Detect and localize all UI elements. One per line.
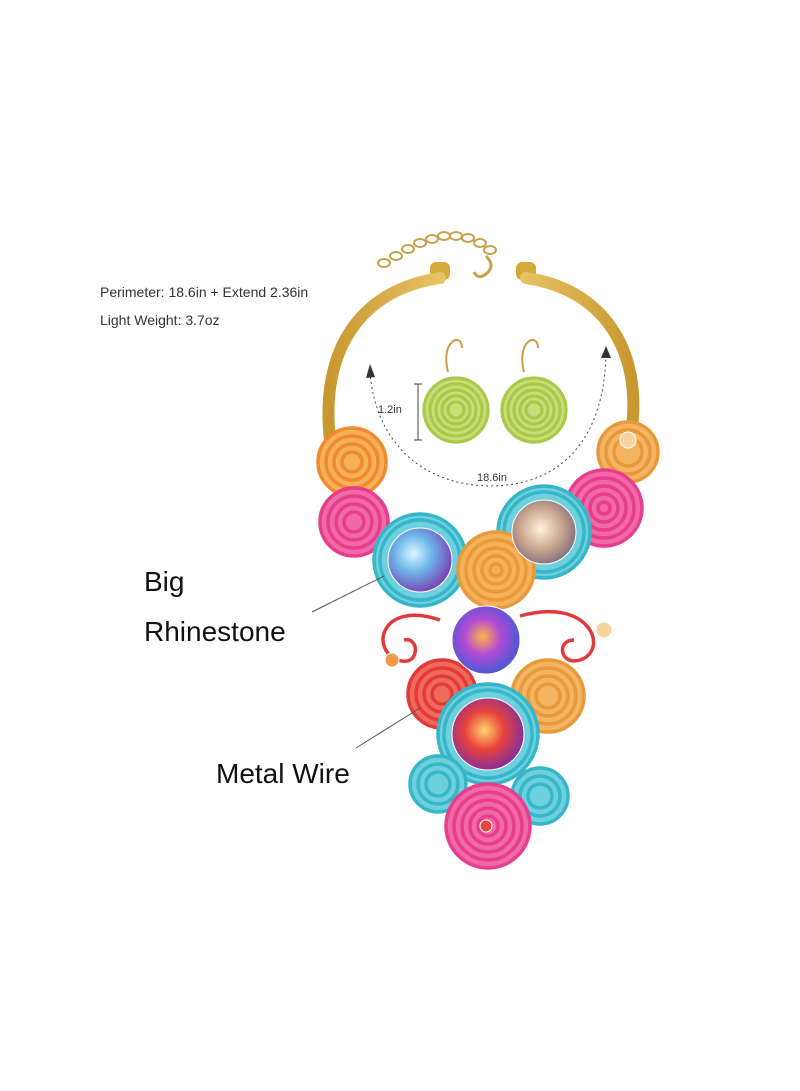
weight-spec: Light Weight: 3.7oz <box>100 312 220 328</box>
perimeter-spec: Perimeter: 18.6in + Extend 2.36in <box>100 284 309 300</box>
arc-arrow-left <box>366 364 375 378</box>
necklace-length-label: 18.6in <box>477 472 507 484</box>
extension-chain <box>377 231 497 279</box>
gold-collar <box>322 272 640 446</box>
callout-big: Big <box>144 566 185 597</box>
callout-rhinestone: Rhinestone <box>144 616 286 647</box>
callout-metal-wire: Metal Wire <box>216 758 350 789</box>
rhinestones <box>384 431 637 833</box>
earring-height-bracket <box>414 383 422 441</box>
metal-wire-leader-line <box>355 707 421 749</box>
rhinestone-leader-line <box>311 575 385 613</box>
earring-height-label: 1.2in <box>378 404 402 416</box>
earrings <box>422 339 568 444</box>
arc-arrow-right <box>601 346 611 358</box>
